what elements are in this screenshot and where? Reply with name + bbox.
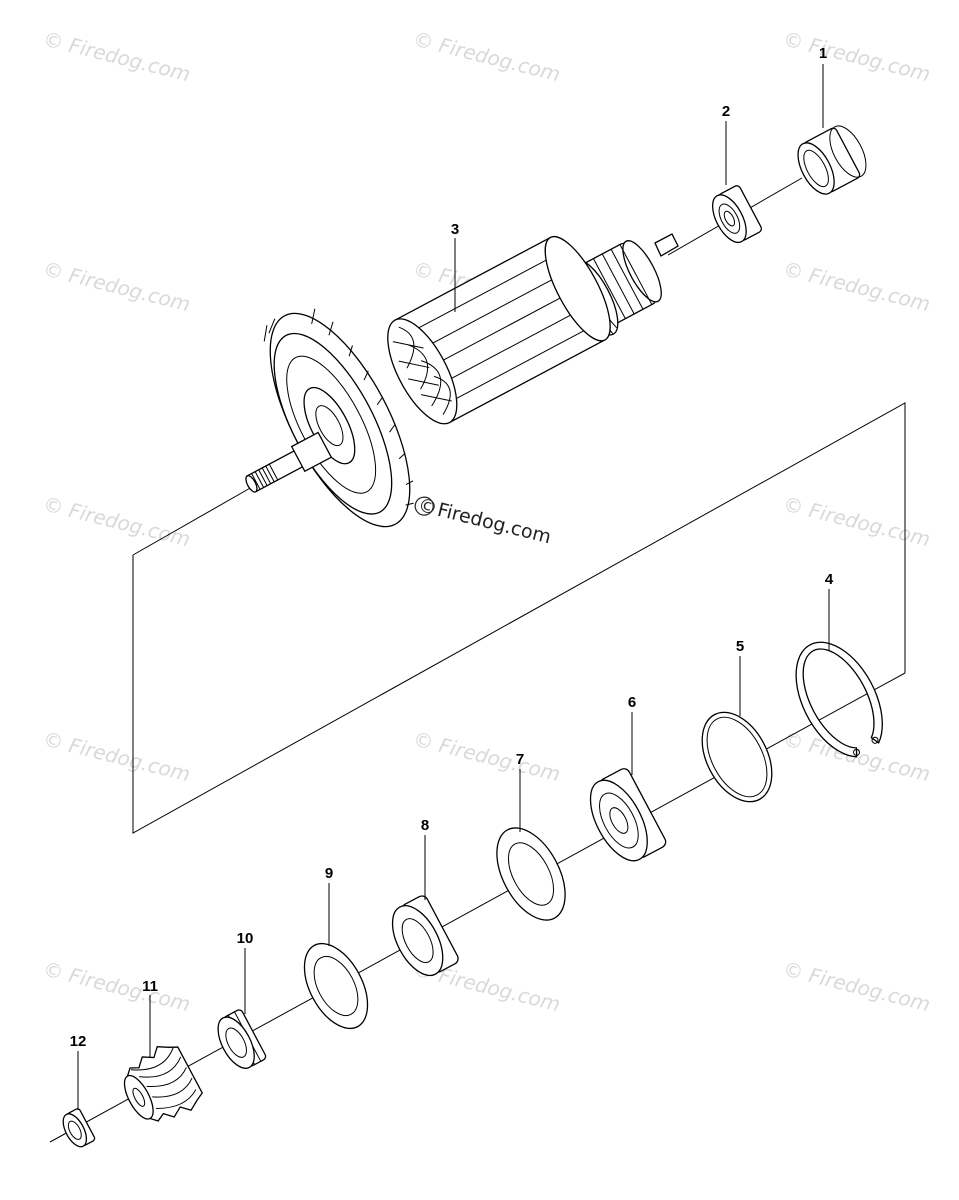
watermark: © Firedog.com (781, 957, 933, 1017)
watermark-text: Firedog.com (435, 499, 553, 548)
nut[interactable] (58, 1108, 96, 1151)
oring[interactable] (688, 701, 786, 814)
callout-6: 6 (628, 694, 636, 711)
watermark: © Firedog.com (41, 957, 193, 1017)
callout-9: 9 (325, 865, 333, 882)
watermark: © Firedog.com (41, 257, 193, 317)
watermark: © Firedog.com (41, 727, 193, 787)
center-watermark: © Firedog.com (414, 494, 553, 548)
leader-lines (77, 64, 830, 1110)
ball-bearing[interactable] (579, 767, 668, 870)
cooling-fan (263, 308, 414, 528)
washer[interactable] (483, 817, 579, 932)
callout-3: 3 (451, 221, 459, 238)
callout-7: 7 (516, 751, 524, 768)
threaded-shaft (245, 431, 333, 493)
watermark: © Firedog.com (41, 27, 193, 87)
watermark: © Firedog.com (411, 27, 563, 87)
callout-1: 1 (819, 45, 827, 62)
watermark: © Firedog.com (411, 727, 563, 787)
callout-8: 8 (421, 817, 429, 834)
watermark: © Firedog.com (781, 492, 933, 552)
pinion-gear[interactable] (113, 1038, 207, 1133)
callout-labels: 1 2 3 4 5 6 7 8 9 10 11 12 (70, 45, 834, 1050)
callout-11: 11 (142, 978, 158, 995)
watermark: © Firedog.com (781, 27, 933, 87)
watermark: © Firedog.com (781, 257, 933, 317)
callout-4: 4 (825, 571, 834, 588)
circlip-ring[interactable] (778, 628, 898, 768)
washer[interactable] (291, 933, 380, 1039)
bearing-cap[interactable] (791, 120, 874, 199)
offset-bracket (132, 402, 906, 834)
copyright-symbol: © (416, 494, 440, 520)
callout-10: 10 (237, 930, 254, 947)
sleeve[interactable] (382, 894, 460, 984)
armature-rotor[interactable] (241, 228, 679, 547)
callout-5: 5 (736, 638, 744, 655)
callout-2: 2 (722, 103, 730, 120)
watermark: © Firedog.com (41, 492, 193, 552)
ball-bearing[interactable] (706, 184, 763, 247)
callout-12: 12 (70, 1033, 87, 1050)
spacer-ring[interactable] (211, 1009, 267, 1074)
